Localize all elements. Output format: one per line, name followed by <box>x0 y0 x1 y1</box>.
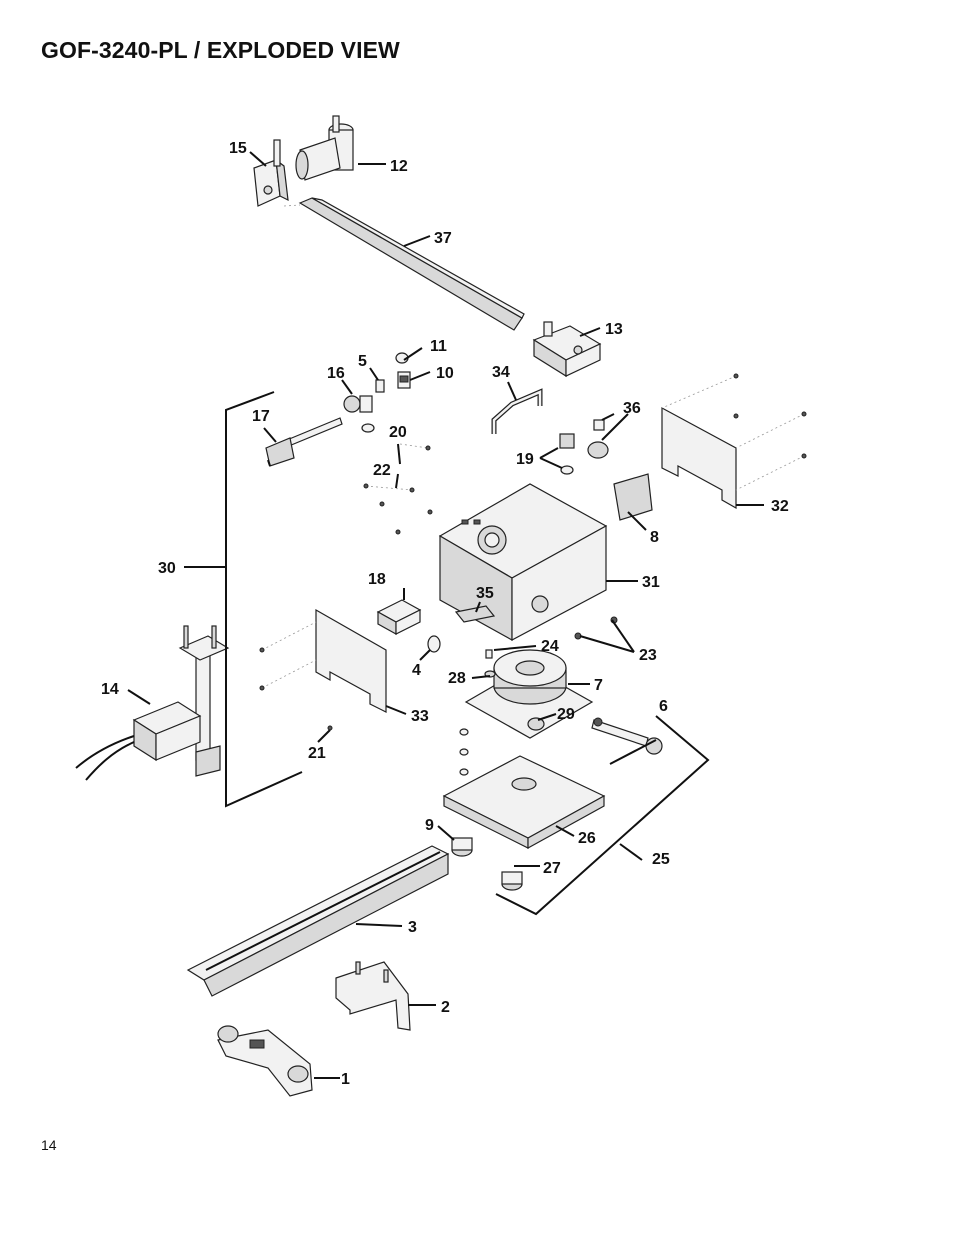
callout-24: 24 <box>541 638 559 655</box>
callout-9: 9 <box>425 817 434 834</box>
callout-4: 4 <box>412 662 421 679</box>
callout-18: 18 <box>368 571 386 588</box>
part-12-handle-clamp <box>295 115 354 181</box>
callout-10: 10 <box>436 365 454 382</box>
callout-28: 28 <box>448 670 466 687</box>
part-8-circuit-board <box>613 473 653 521</box>
part-18-transformer <box>376 599 422 636</box>
part-34-handle-bar <box>491 388 543 434</box>
callout-3: 3 <box>408 919 417 936</box>
leader-lines <box>127 151 764 1079</box>
callout-26: 26 <box>578 830 596 847</box>
part-20-22-wires <box>363 443 433 535</box>
part-2-bracket <box>335 961 411 1031</box>
part-6-lever <box>591 717 663 755</box>
callout-13: 13 <box>605 321 623 338</box>
callout-32: 32 <box>771 498 789 515</box>
callout-7: 7 <box>594 677 603 694</box>
callout-15: 15 <box>229 140 247 157</box>
callout-35: 35 <box>476 585 494 602</box>
callout-11: 11 <box>430 338 447 355</box>
callout-33: 33 <box>411 708 429 725</box>
callout-22: 22 <box>373 462 391 479</box>
callout-23: 23 <box>639 647 657 664</box>
callout-20: 20 <box>389 424 407 441</box>
part-5-connector <box>375 379 385 393</box>
callout-5: 5 <box>358 353 367 370</box>
callout-19: 19 <box>516 451 534 468</box>
callout-25: 25 <box>652 851 670 868</box>
part-32-cover-plate <box>661 373 807 510</box>
callout-34: 34 <box>492 364 510 381</box>
callout-2: 2 <box>441 999 450 1016</box>
group-bracket-25 <box>495 715 710 916</box>
callout-8: 8 <box>650 529 659 546</box>
callout-21: 21 <box>308 745 326 762</box>
part-10-switch <box>397 371 411 389</box>
part-27-wheel <box>501 871 523 891</box>
callout-37: 37 <box>434 230 452 247</box>
callout-29: 29 <box>557 706 575 723</box>
page-number: 14 <box>41 1137 57 1153</box>
part-19-knob <box>559 433 575 475</box>
part-3-rail <box>186 845 450 997</box>
part-14-control-box <box>75 625 230 781</box>
part-9-wheel <box>451 837 473 857</box>
part-4-capacitor <box>427 635 441 653</box>
part-26-carriage-plate <box>442 755 606 850</box>
callout-16: 16 <box>327 365 345 382</box>
part-37-rack-arm <box>283 197 525 331</box>
callout-17: 17 <box>252 408 270 425</box>
part-1-trolley <box>217 1025 313 1097</box>
callout-27: 27 <box>543 860 561 877</box>
callout-36: 36 <box>623 400 641 417</box>
part-15-clamp-block <box>253 139 289 207</box>
page-title: GOF-3240-PL / EXPLODED VIEW <box>41 37 400 63</box>
callout-30: 30 <box>158 560 176 577</box>
part-16-knob <box>343 395 375 433</box>
part-washers-column <box>459 728 469 776</box>
part-13-arm-carriage <box>532 321 602 378</box>
part-36-knob <box>587 419 609 459</box>
part-7-motor-base <box>464 649 594 739</box>
callout-6: 6 <box>659 698 668 715</box>
part-33-side-plate <box>259 608 387 731</box>
callout-14: 14 <box>101 681 119 698</box>
part-17-shaft <box>265 417 343 467</box>
part-35-plate <box>454 605 496 623</box>
group-bracket-30 <box>184 391 303 808</box>
callout-1: 1 <box>341 1071 350 1088</box>
callout-31: 31 <box>642 574 660 591</box>
callout-12: 12 <box>390 158 408 175</box>
part-31-main-housing <box>438 483 608 642</box>
